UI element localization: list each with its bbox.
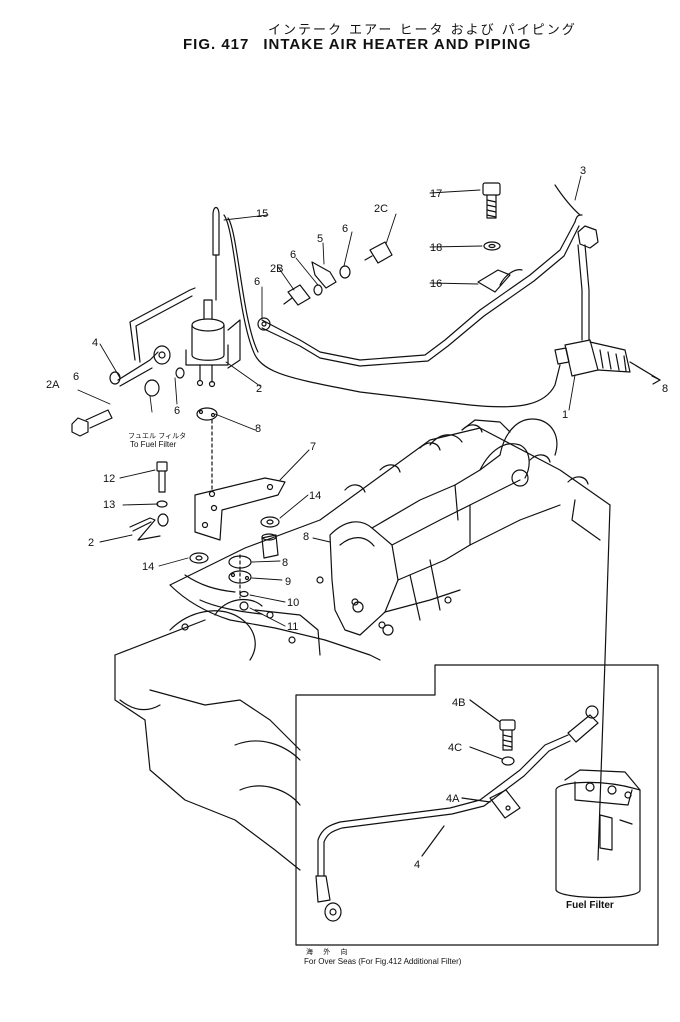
note-overseas-jp: 海 外 向 [306, 948, 352, 956]
figure-title: INTAKE AIR HEATER AND PIPING [263, 36, 532, 53]
callout-14a: 14 [309, 490, 321, 502]
leader-lines [77, 175, 582, 627]
callout-4: 4 [92, 337, 98, 349]
fittings-top [283, 182, 523, 306]
callout-6d: 6 [73, 371, 79, 383]
callout-4c: 4C [448, 742, 462, 754]
callout-labels: 1 2 2 2A 2B 2C 3 4 5 6 6 6 6 6 7 8 8 8 8… [46, 165, 668, 911]
callout-9: 9 [285, 576, 291, 588]
callout-6b: 6 [290, 249, 296, 261]
fuel-filter-label: Fuel Filter [566, 900, 614, 911]
callout-2-left: 2 [88, 537, 94, 549]
callout-3: 3 [580, 165, 586, 177]
callout-13: 13 [103, 499, 115, 511]
callout-1: 1 [562, 409, 568, 421]
callout-6e: 6 [174, 405, 180, 417]
title-japanese: インテーク エアー ヒータ および パイピング [268, 23, 577, 38]
callout-17: 17 [430, 188, 442, 200]
callout-2b: 2B [270, 263, 283, 275]
callout-10: 10 [287, 597, 299, 609]
callout-6a: 6 [342, 223, 348, 235]
figure-number: FIG. 417 [183, 36, 250, 53]
callout-16: 16 [430, 278, 442, 290]
callout-8b: 8 [303, 531, 309, 543]
callout-14b: 14 [142, 561, 154, 573]
callout-18: 18 [430, 242, 442, 254]
callout-8d: 8 [662, 383, 668, 395]
callout-2: 2 [256, 383, 262, 395]
callout-5: 5 [317, 233, 323, 245]
callout-4-inset: 4 [414, 859, 420, 871]
callout-8c: 8 [282, 557, 288, 569]
callout-2a: 2A [46, 379, 60, 391]
engine-block [114, 418, 611, 871]
note-fuel-filter-en: To Fuel Filter [130, 440, 177, 449]
callout-15: 15 [256, 208, 268, 220]
bracket-lower [129, 419, 286, 611]
page-title: FIG. 417 INTAKE AIR HEATER AND PIPING [183, 36, 531, 53]
callout-12: 12 [103, 473, 115, 485]
solenoid-valve [554, 339, 661, 385]
air-heater-assembly [185, 184, 599, 408]
callout-2c: 2C [374, 203, 388, 215]
callout-6c: 6 [254, 276, 260, 288]
left-piping [71, 287, 218, 437]
callout-4b: 4B [452, 697, 465, 709]
callout-7: 7 [310, 441, 316, 453]
inset-overseas-filter [295, 664, 659, 946]
note-overseas-en: For Over Seas (For Fig.412 Additional Fi… [304, 957, 462, 966]
callout-11: 11 [287, 621, 298, 633]
callout-8a: 8 [255, 423, 261, 435]
callout-4a: 4A [446, 793, 460, 805]
note-fuel-filter-jp: フュエル フィルタ [128, 432, 187, 440]
